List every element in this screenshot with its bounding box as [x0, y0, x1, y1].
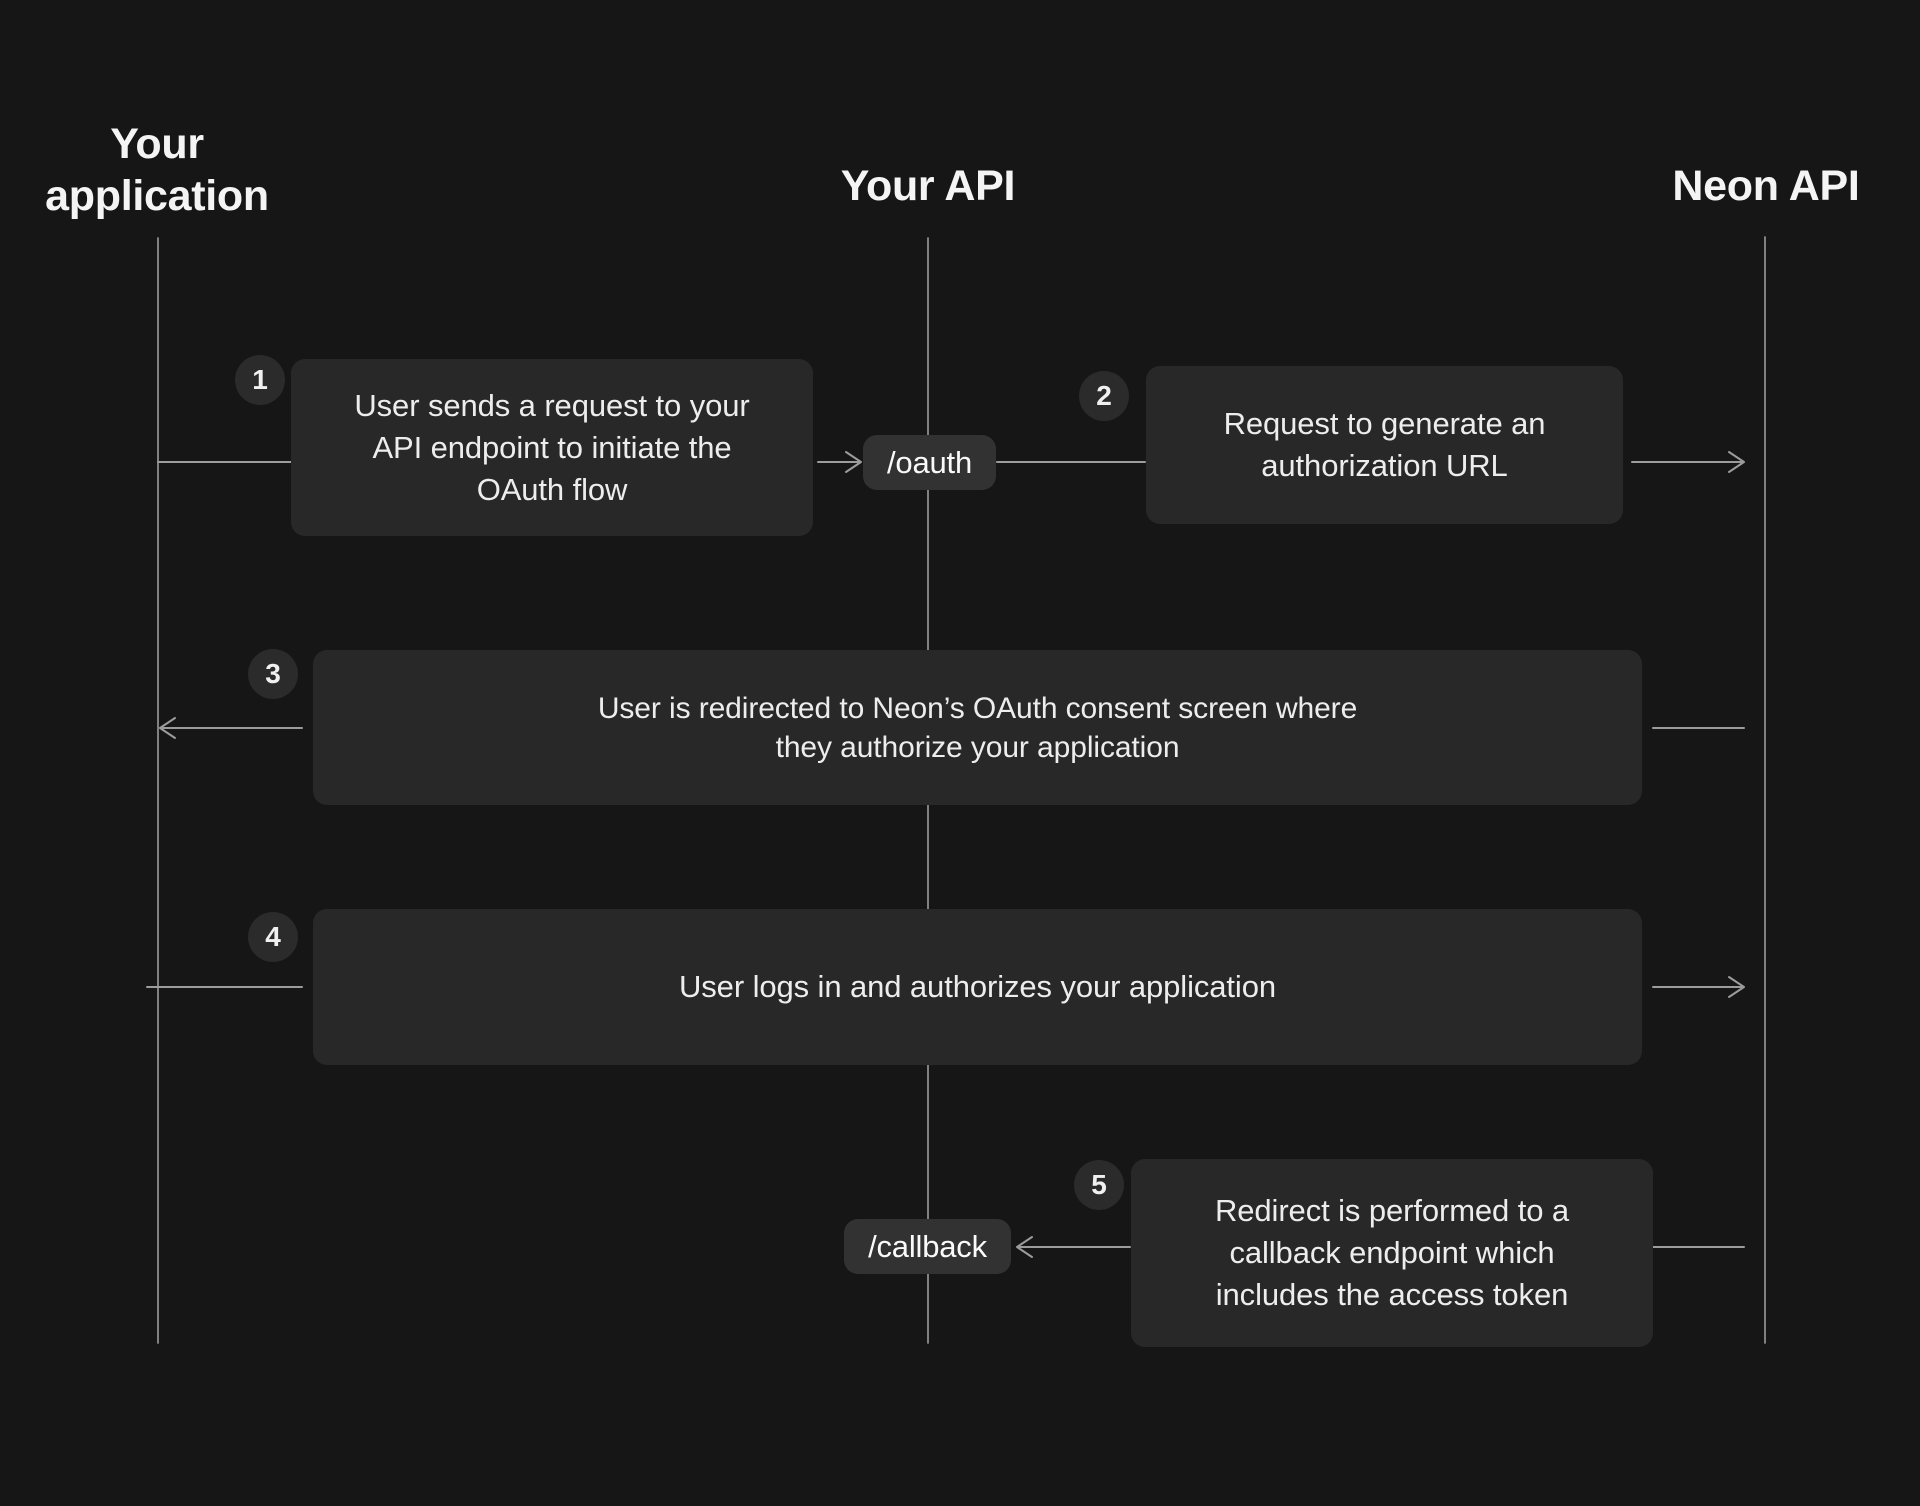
step1-number-badge: 1	[235, 355, 285, 405]
step1-message-box: User sends a request to your API endpoin…	[291, 359, 813, 536]
step3-message-box: User is redirected to Neon’s OAuth conse…	[313, 650, 1642, 805]
step5-number-badge: 5	[1074, 1160, 1124, 1210]
step5-message-box: Redirect is performed to a callback endp…	[1131, 1159, 1653, 1347]
arrow-step4-to-neon	[1652, 976, 1745, 998]
actor-your-api: Your API	[840, 162, 1016, 210]
actor-your-application: Your application	[45, 120, 269, 220]
arrow-step1-to-oauth	[817, 451, 862, 473]
step4-number-badge: 4	[248, 912, 298, 962]
endpoint-oauth-pill: /oauth	[863, 435, 996, 490]
step4-message-box: User logs in and authorizes your applica…	[313, 909, 1642, 1065]
step2-message-box: Request to generate an authorization URL	[1146, 366, 1623, 524]
actor-neon-api: Neon API	[1672, 162, 1860, 210]
endpoint-callback-pill: /callback	[844, 1219, 1011, 1274]
step3-number-badge: 3	[248, 649, 298, 699]
arrow-step5-to-callback	[1016, 1236, 1131, 1258]
step2-number-badge: 2	[1079, 371, 1129, 421]
arrow-step3-to-app	[159, 717, 303, 739]
arrow-step2-to-neon	[1631, 451, 1745, 473]
